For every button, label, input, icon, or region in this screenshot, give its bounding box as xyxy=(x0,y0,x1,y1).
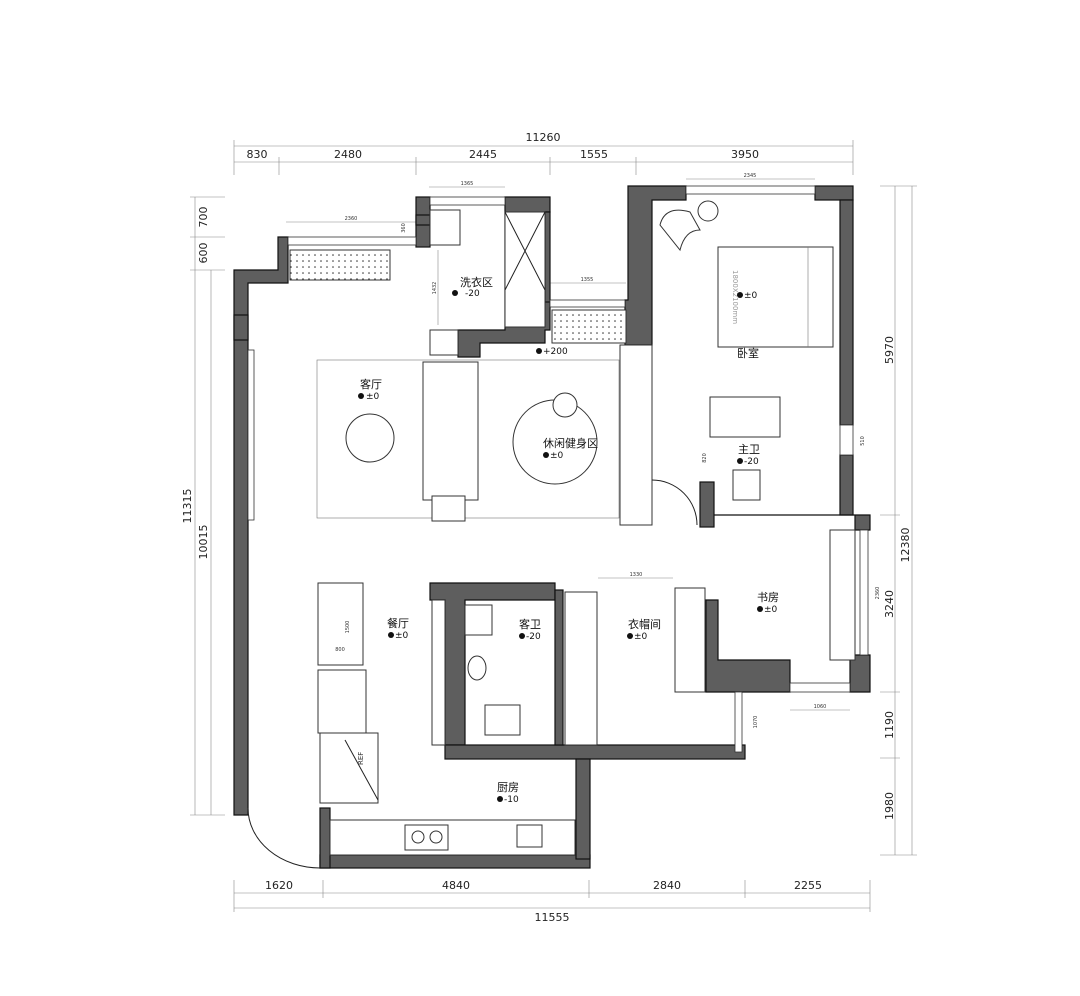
dim-dining-table-width: 800 xyxy=(335,647,345,653)
dim-study-side-window: 2360 xyxy=(875,587,881,600)
small-dimensions: 1365 2360 360 1432 1355 2345 510 820 236… xyxy=(335,173,881,728)
dim-bottom-3: 2840 xyxy=(653,879,681,892)
room-level-walk-in-closet: ±0 xyxy=(634,632,648,642)
dim-bottom-4: 2255 xyxy=(794,879,822,892)
dim-master-bath-depth: 820 xyxy=(702,453,708,463)
dim-laundry-window: 1365 xyxy=(461,181,474,187)
room-name-study: 书房 xyxy=(757,591,779,604)
fridge-label: REF xyxy=(357,752,365,765)
room-level-master-bath: -20 xyxy=(744,457,759,467)
room-level-bedroom: ±0 xyxy=(744,291,758,301)
dim-bottom-1: 1620 xyxy=(265,879,293,892)
dim-bedroom-window: 2345 xyxy=(744,173,757,179)
dim-left-top-1: 700 xyxy=(197,207,210,228)
room-name-living: 客厅 xyxy=(360,377,382,391)
room-name-dining: 餐厅 xyxy=(387,616,409,630)
dim-left-outer: 11315 xyxy=(181,489,194,524)
dimension-lines xyxy=(190,140,917,912)
dim-right-2: 3240 xyxy=(883,590,896,618)
dim-top-3: 2445 xyxy=(469,148,497,161)
dim-closet-width: 1330 xyxy=(630,572,643,578)
room-level-living: ±0 xyxy=(366,392,380,402)
dim-right-4: 1980 xyxy=(883,792,896,820)
dim-living-window-depth: 360 xyxy=(401,223,407,233)
dim-corridor-depth: 1070 xyxy=(753,716,759,729)
bed-size-label: 1800X2100mm xyxy=(731,270,739,324)
room-name-walk-in-closet: 衣帽间 xyxy=(628,617,661,631)
dim-bottom-2: 4840 xyxy=(442,879,470,892)
dim-left-inner: 10015 xyxy=(197,525,210,560)
dim-study-bottom-window: 1060 xyxy=(814,704,827,710)
room-name-leisure-fitness: 休闲健身区 xyxy=(543,436,598,450)
dim-top-2: 2480 xyxy=(334,148,362,161)
room-name-guest-bath: 客卫 xyxy=(519,617,541,631)
dim-top-5: 3950 xyxy=(731,148,759,161)
dim-right-3: 1190 xyxy=(883,711,896,739)
dim-master-bath-window: 510 xyxy=(860,436,866,446)
dim-top-1: 830 xyxy=(247,148,268,161)
furniture xyxy=(247,200,856,869)
windows xyxy=(247,185,869,753)
room-level-guest-bath: -20 xyxy=(526,632,541,642)
room-name-kitchen: 厨房 xyxy=(497,781,519,794)
room-level-kitchen: -10 xyxy=(504,795,519,805)
dim-laundry-depth: 1432 xyxy=(432,282,438,295)
dim-balcony-window: 1355 xyxy=(581,277,594,283)
step-level: +200 xyxy=(543,347,568,357)
room-level-laundry: -20 xyxy=(465,289,480,299)
room-name-master-bath: 主卫 xyxy=(738,443,760,456)
dim-right-1: 5970 xyxy=(883,336,896,364)
dim-dining-table-length: 1500 xyxy=(345,621,351,634)
dim-top-4: 1555 xyxy=(580,148,608,161)
dim-living-window: 2360 xyxy=(345,216,358,222)
dim-left-top-2: 600 xyxy=(197,243,210,264)
room-labels: 洗衣区 -20 客厅 ±0 休闲健身区 ±0 卧室 ±0 主卫 -20 书房 ±… xyxy=(357,270,779,805)
room-name-laundry: 洗衣区 xyxy=(460,275,493,289)
dim-bottom-total: 11555 xyxy=(535,911,570,924)
room-level-leisure-fitness: ±0 xyxy=(550,451,564,461)
dim-top-total: 11260 xyxy=(526,131,561,144)
dim-right-total: 12380 xyxy=(899,528,912,563)
level-marker-icons xyxy=(358,290,763,802)
room-level-dining: ±0 xyxy=(395,631,409,641)
room-level-study: ±0 xyxy=(764,605,778,615)
room-name-bedroom: 卧室 xyxy=(737,346,759,360)
